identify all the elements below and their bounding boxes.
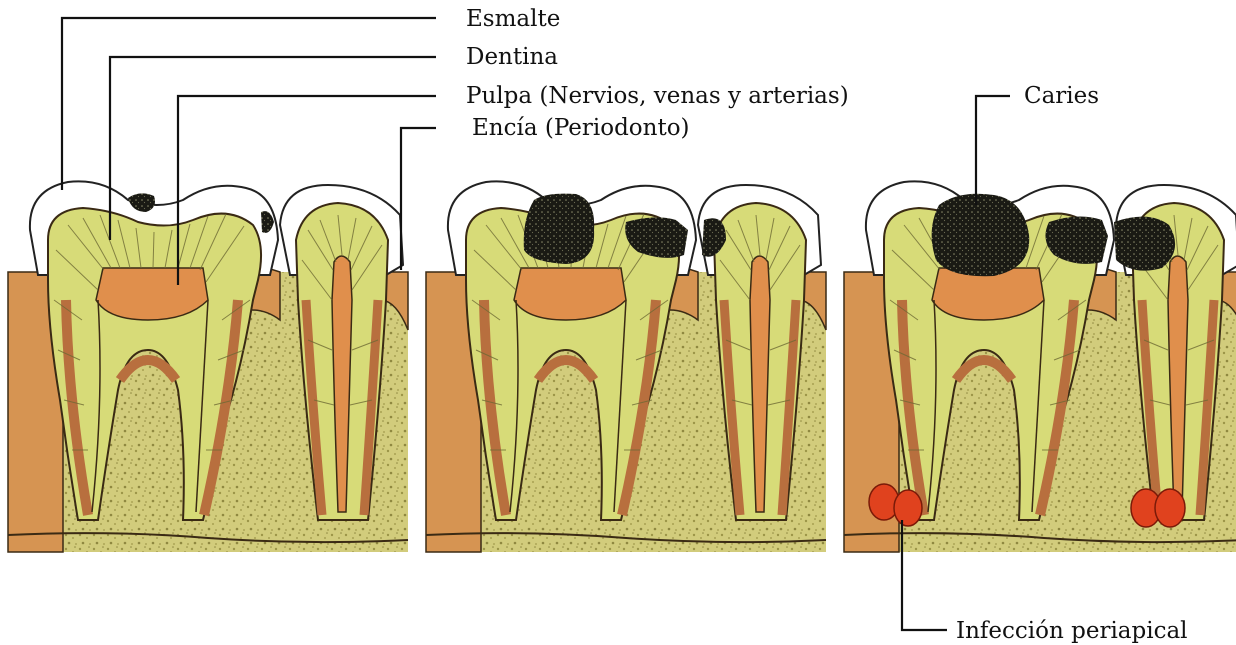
leader-esmalte [62,18,436,190]
label-encia: Encía (Periodonto) [472,115,690,141]
label-infeccion-periapical: Infección periapical [956,618,1188,644]
caries-lesion [1114,217,1175,271]
caries-lesion [932,194,1030,276]
label-dentina: Dentina [466,44,558,70]
leader-encia [401,128,436,270]
label-esmalte: Esmalte [466,6,560,32]
panel-early-caries [8,181,408,552]
label-caries: Caries [1024,83,1099,109]
abscess [1155,489,1185,527]
leader-caries [976,96,1010,205]
panel-advanced-caries [426,181,826,552]
caries-lesion [524,194,594,264]
abscess [894,490,922,526]
panel-periapical-infection [844,181,1236,552]
label-pulpa: Pulpa (Nervios, venas y arterias) [466,83,849,109]
